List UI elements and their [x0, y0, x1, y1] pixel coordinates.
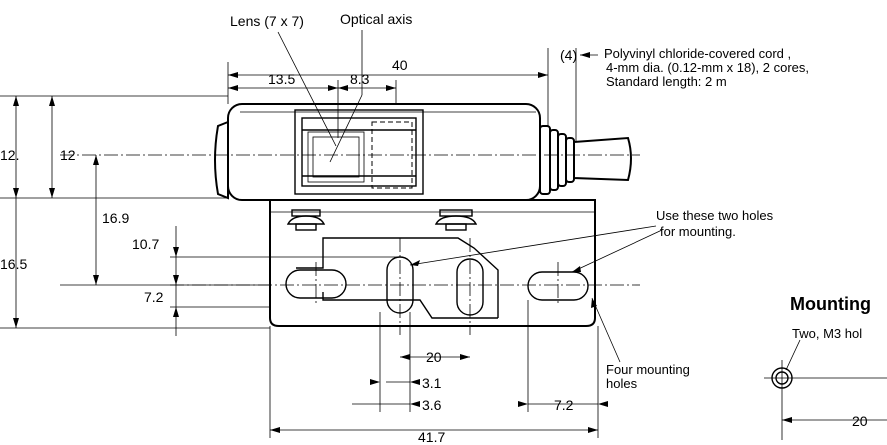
holes-note-line2: for mounting. — [660, 224, 736, 239]
dim-cord-offset: (4) — [560, 47, 577, 63]
dim-slot-b: 3.6 — [422, 397, 442, 413]
optical-axis-label: Optical axis — [340, 11, 412, 27]
dim-axis-offset: 8.3 — [350, 71, 370, 87]
dim-height-inner: 12 — [60, 147, 76, 163]
arrowheads — [13, 52, 608, 433]
four-holes-note-line1: Four mounting — [606, 362, 690, 377]
dim-hole-height: 10.7 — [132, 236, 159, 252]
screw-right-icon — [434, 209, 478, 231]
mounting-bracket — [269, 199, 596, 327]
dim-lens-offset: 13.5 — [268, 71, 295, 87]
dim-total-height: 16.5 — [0, 256, 27, 272]
dim-overall-length: 40 — [392, 57, 408, 73]
dim-hole-pitch: 20 — [426, 349, 442, 365]
screw-left-icon — [286, 209, 326, 231]
dim-right-offset: 7.2 — [554, 397, 574, 413]
dim-bracket-width: 41.7 — [418, 429, 445, 445]
holes-note-line1: Use these two holes — [656, 208, 774, 223]
lens-label: Lens (7 x 7) — [230, 13, 304, 29]
dim-bottom-offset: 7.2 — [144, 289, 164, 305]
four-holes-note-line2: holes — [606, 376, 638, 391]
cord-note-line2: 4-mm dia. (0.12-mm x 18), 2 cores, — [606, 60, 809, 75]
mounting-panel — [764, 339, 887, 440]
cord-note-line1: Polyvinyl chloride-covered cord , — [604, 46, 791, 61]
sensor-body — [214, 103, 632, 201]
dim-slot-a: 3.1 — [422, 375, 442, 391]
mounting-pitch: 20 — [852, 413, 868, 429]
dim-height-outer: 12. — [0, 147, 22, 163]
mounting-hole-label: Two, M3 hol — [792, 326, 862, 341]
dim-upper-to-hole: 16.9 — [102, 210, 129, 226]
mounting-heading: Mounting — [790, 294, 871, 314]
cord-note-line3: Standard length: 2 m — [606, 74, 727, 89]
